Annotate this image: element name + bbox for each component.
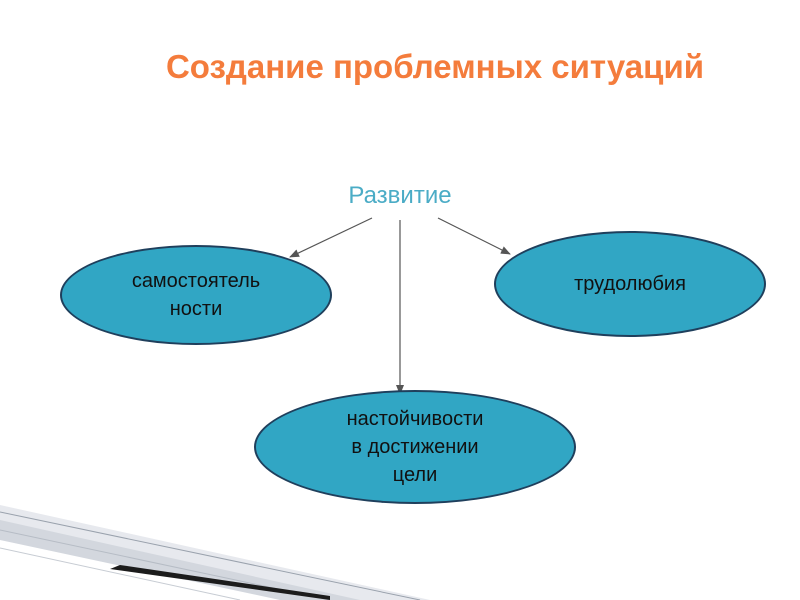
decorative-corner-stripes: [0, 0, 800, 600]
